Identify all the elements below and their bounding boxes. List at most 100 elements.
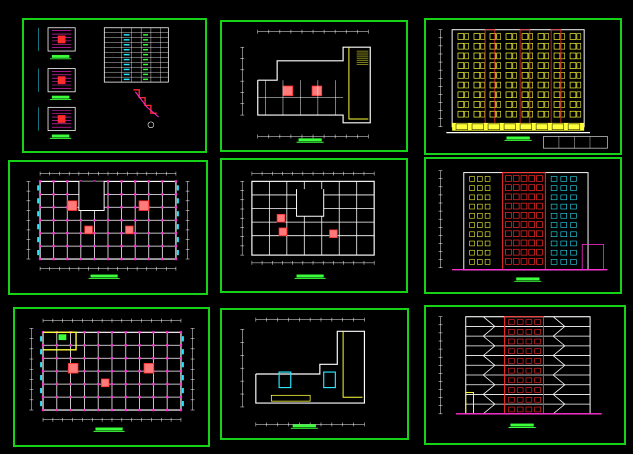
balcony-window [536,202,543,210]
structural-column [97,344,100,347]
facade-window [528,33,533,40]
stair-core [278,227,288,237]
drawing-sheet-s7[interactable] [13,307,210,447]
facade-window [469,203,475,210]
balcony-window [528,175,535,182]
structural-column [55,408,58,412]
facade-window [570,194,577,201]
facade-window [537,101,545,108]
facade-window [528,43,533,50]
facade-window [496,62,501,69]
section-opening [508,377,515,384]
schedule-cell-text [143,48,148,51]
title-block [543,136,608,149]
structural-column [120,193,123,196]
structural-column [97,370,100,373]
facade-window [496,110,501,118]
structural-column [83,344,86,347]
facade-window [550,194,558,201]
drawing-sheet-s6[interactable] [424,157,622,294]
stair-core [125,225,134,235]
structural-column [38,257,42,261]
drawing-sheet-s2[interactable] [220,20,408,152]
drawing-sheet-s4[interactable] [8,160,208,295]
schedule-cell-text [143,68,148,71]
facade-window [512,81,517,89]
window [181,375,184,381]
structural-column [120,231,123,235]
facade-window [505,62,513,69]
shop-opening [455,123,468,130]
schedule-cell-text [123,48,130,51]
structural-column [124,382,127,386]
stair-core [67,363,79,374]
balcony-window [512,239,520,247]
facade-window [505,42,513,50]
section-stair [552,316,566,415]
section-opening [525,367,533,374]
facade-window [477,222,483,228]
drawing-sheet-s1[interactable] [22,18,207,153]
window [37,185,40,191]
balcony-window [520,248,528,256]
structural-column [66,244,69,248]
balcony-window [520,202,528,210]
section-opening [516,406,524,413]
drawing-sheet-s9[interactable] [424,305,626,445]
stair-landing [57,115,66,123]
facade-window [457,62,465,69]
facade-window [537,33,545,40]
window [181,388,184,394]
balcony-window [520,258,528,265]
section-opening [516,329,524,335]
schedule-cell-text [143,63,148,66]
machine-room [278,371,292,389]
facade-window [544,62,550,69]
structural-column [106,206,110,209]
structural-column [69,382,72,386]
drawing-title-text [51,134,70,138]
facade-window [544,91,550,98]
structural-column [41,370,45,373]
balcony-window [528,239,535,247]
section-opening [516,367,524,374]
structural-column [161,231,164,235]
balcony-window [505,221,512,228]
drawing-title-text [51,54,70,58]
section-opening [534,348,541,354]
structural-column [41,357,45,360]
facade-window [560,185,567,191]
drawing-sheet-s5[interactable] [220,158,408,293]
structural-column [134,206,137,209]
facade-window [457,33,465,40]
facade-window [560,249,567,256]
structural-column [83,357,86,360]
facade-window [464,101,469,108]
structural-column [124,357,127,360]
structural-column [124,331,127,334]
structural-column [52,193,55,196]
structural-column [138,408,141,412]
sheet-drawing [240,29,371,143]
facade-window [496,33,501,40]
structural-column [83,382,86,386]
drawing-sheet-s8[interactable] [220,308,409,440]
facade-window [544,101,550,108]
light-well [296,189,324,217]
structural-column [93,244,96,248]
structural-column [124,395,127,399]
facade-window [544,81,550,89]
schedule-cell-text [143,58,148,61]
facade-window [480,72,485,79]
structural-column [106,231,110,235]
stair-core [84,225,93,235]
facade-window [528,110,533,118]
facade-window [512,72,517,79]
structural-column [93,257,96,261]
schedule-cell-text [123,58,130,61]
structural-column [83,331,86,334]
balcony-window [536,248,543,256]
section-opening [534,367,541,374]
drawing-sheet-s3[interactable] [424,18,622,155]
